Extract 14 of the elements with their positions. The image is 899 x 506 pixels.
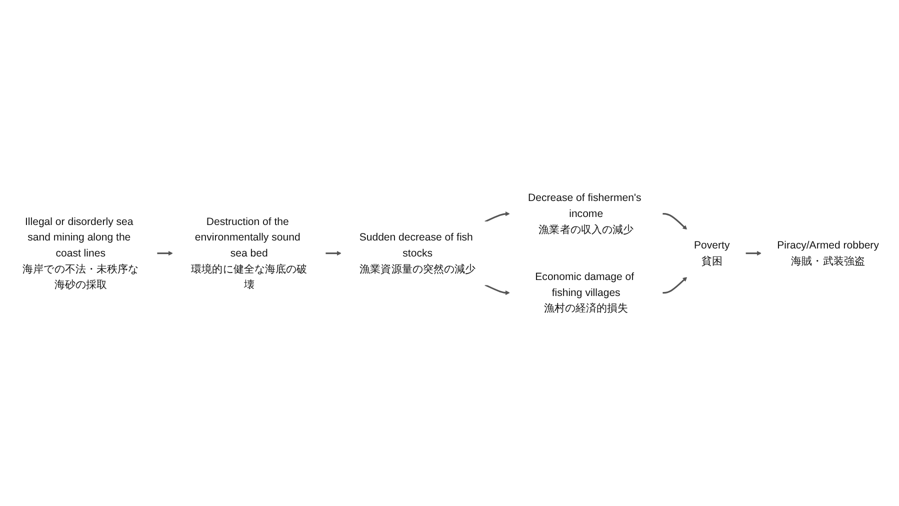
- node-text: Destruction of the environmentally sound sea bed 環境的に健全な海底の破壊: [191, 216, 308, 290]
- arrow: [484, 211, 510, 222]
- arrow: [156, 250, 173, 256]
- node-text: Sudden decrease of fish stocks 漁業資源量の突然の減少: [359, 231, 476, 275]
- arrow: [746, 250, 762, 256]
- node-text: Economic damage of fishing villages 漁村の経済的損失: [535, 270, 634, 314]
- arrow: [484, 284, 510, 295]
- arrow: [662, 212, 688, 230]
- node-text: Piracy/Armed robbery 海賊・武装強盗: [777, 239, 879, 267]
- node-text: Illegal or disorderly sea sand mining along the coast lines 海岸での不法・未秩序な海砂の採取: [22, 216, 139, 290]
- arrow: [662, 276, 688, 294]
- node-text: Decrease of fishermen's income 漁業者の収入の減少: [528, 192, 642, 236]
- arrow: [325, 250, 342, 256]
- node-text: Poverty 貧困: [694, 239, 730, 267]
